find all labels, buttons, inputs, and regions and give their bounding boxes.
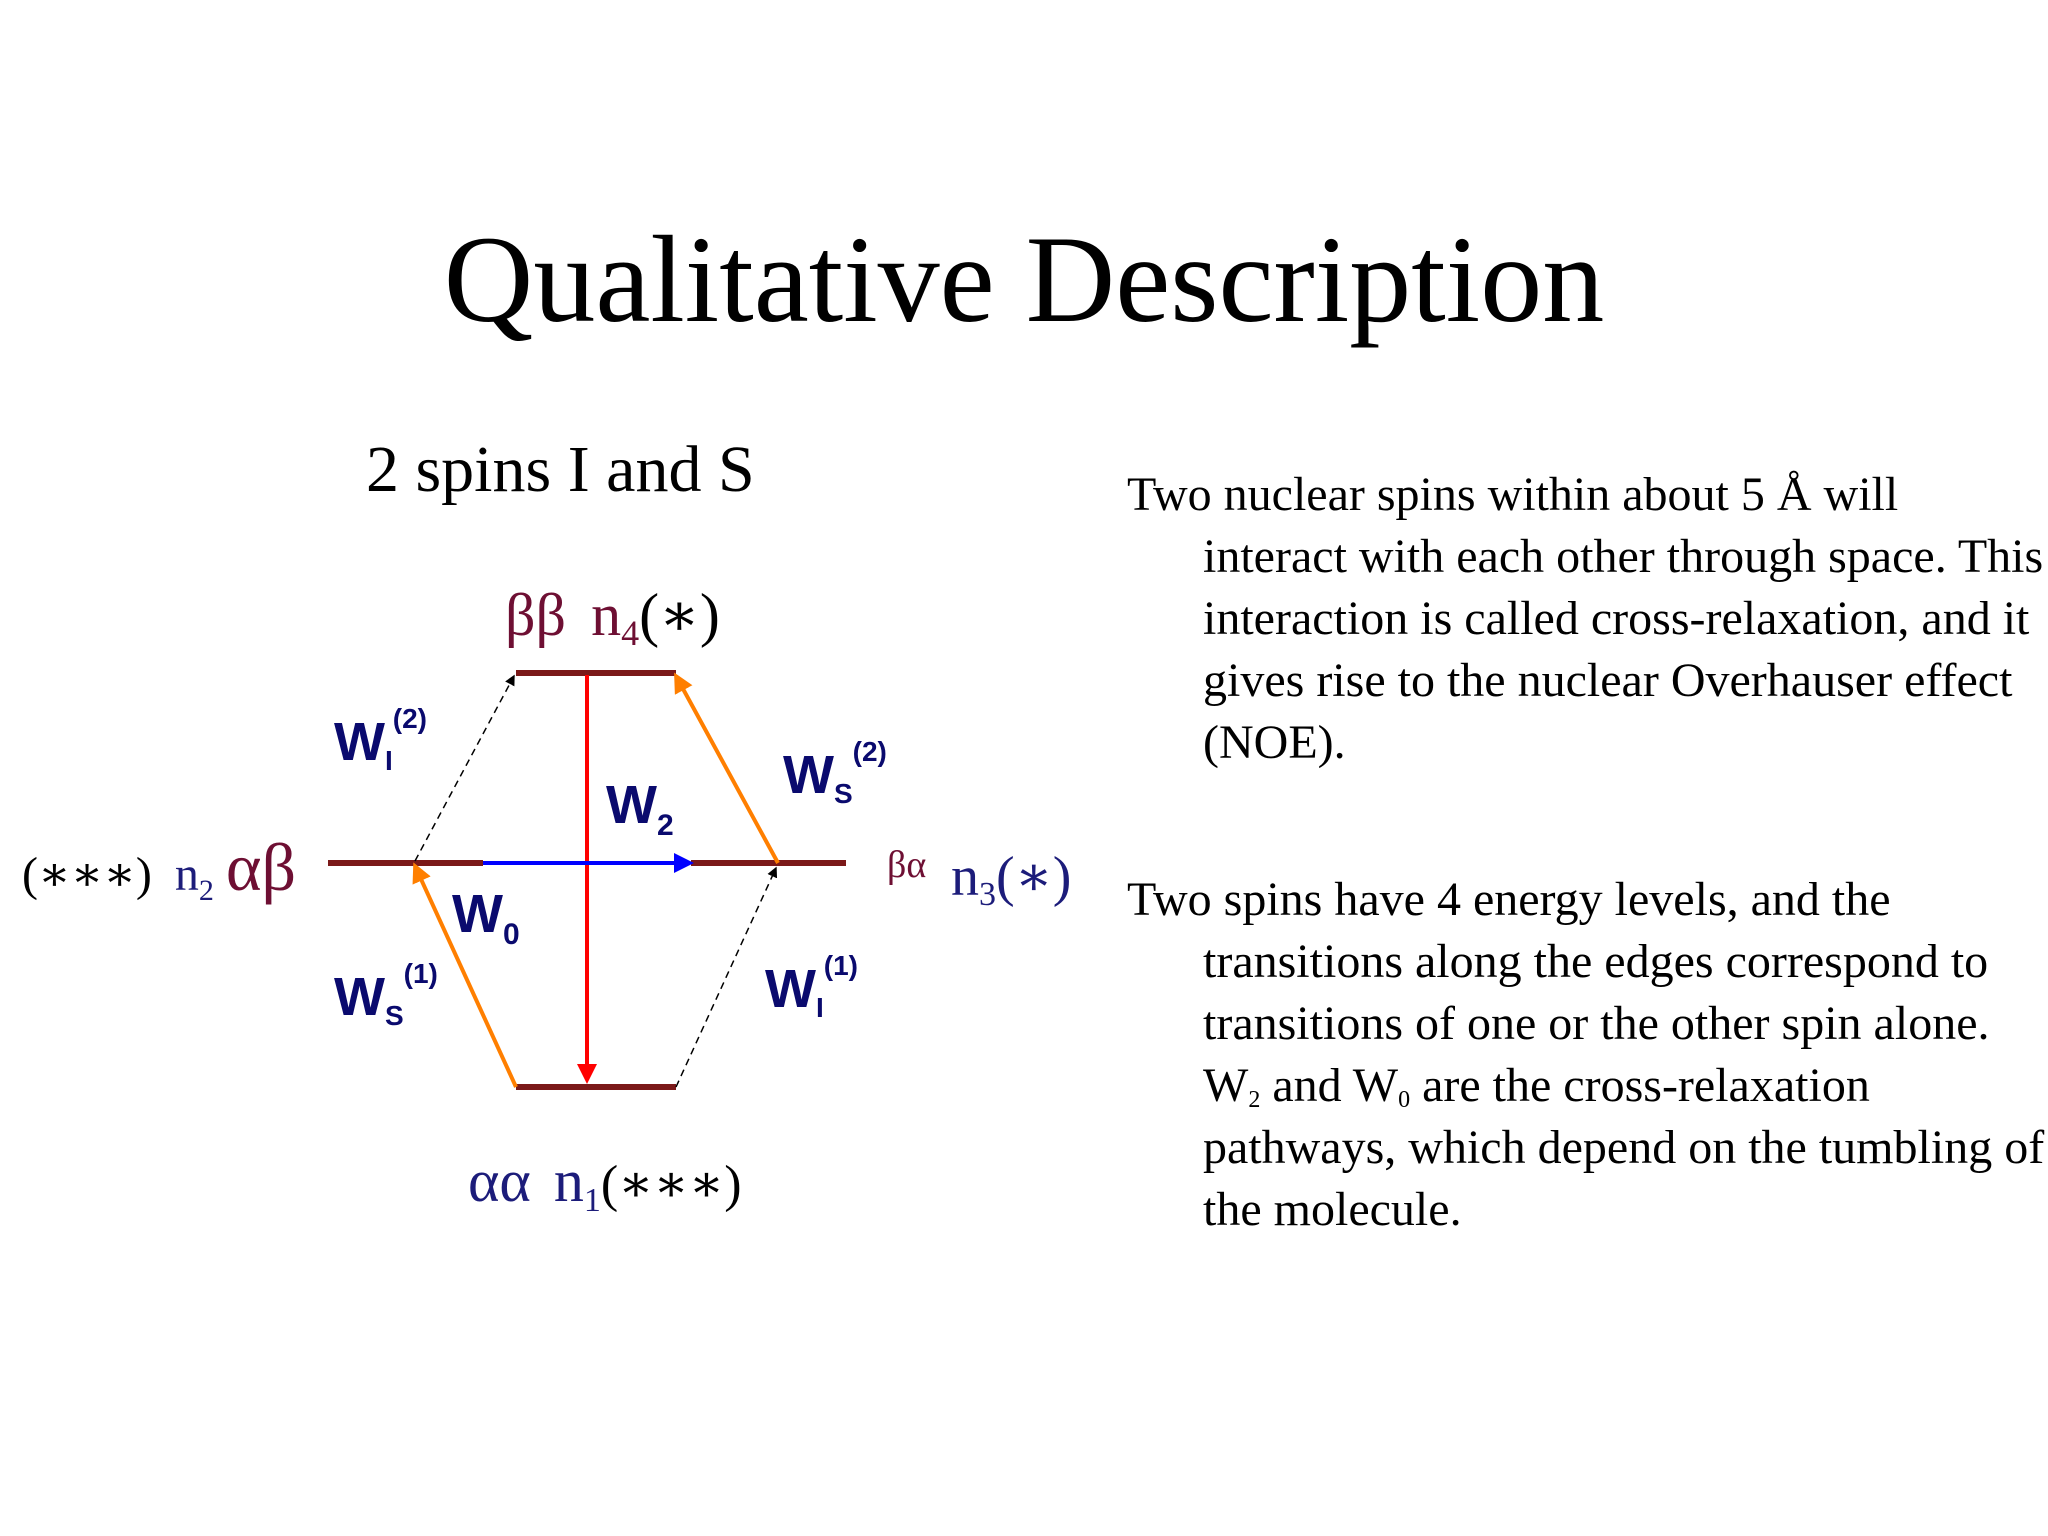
label-ws2: WS(2): [783, 736, 887, 809]
p2-text-a: Two spins have 4 energy levels, and the …: [1127, 873, 1990, 1112]
p2-sub-2: 2: [1248, 1087, 1261, 1113]
label-ws1: WS(1): [334, 958, 438, 1031]
label-alpha-alpha: αα n1(∗∗∗): [468, 1148, 742, 1219]
label-wi1: WI(1): [765, 950, 858, 1023]
label-beta-beta: ββ n4(∗): [505, 582, 720, 653]
noe-paragraph-1: Two nuclear spins within about 5 Å will …: [1127, 468, 2044, 769]
ws1-arrow: [412, 862, 518, 1088]
label-beta-alpha: βα: [887, 844, 926, 886]
p2-text-b: and W: [1260, 1059, 1399, 1112]
label-w2: W2: [606, 775, 674, 842]
slide-title: Qualitative Description: [443, 211, 1605, 348]
p2-text-c: are the cross-relaxation pathways, which…: [1203, 1059, 2045, 1236]
ws2-arrow: [674, 672, 780, 864]
wi2-arrow: [414, 674, 515, 862]
label-wi2: WI(2): [334, 703, 427, 776]
p2-sub-0: 0: [1398, 1087, 1411, 1113]
noe-paragraph-2: Two spins have 4 energy levels, and the …: [1127, 869, 2048, 1241]
label-w0: W0: [452, 884, 520, 951]
label-n3: n3(∗): [951, 846, 1071, 913]
diagram-title: 2 spins I and S: [366, 433, 755, 506]
wi1-arrow: [675, 866, 778, 1088]
